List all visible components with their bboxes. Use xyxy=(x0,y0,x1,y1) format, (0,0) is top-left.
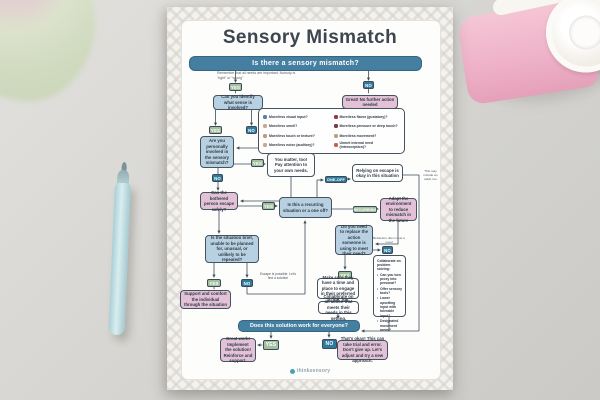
sense-label: More/less pressure or deep touch? xyxy=(339,124,398,129)
node-adapt-environment: Adapt the environment to reduce mismatch… xyxy=(380,196,417,223)
hand-icon xyxy=(263,133,267,138)
footer: thinksensory xyxy=(167,368,453,374)
sense-item: More/less pressure or deep touch? xyxy=(333,122,401,132)
sense-item: More/less noise (auditory)? xyxy=(263,141,330,151)
node-collaborate-action: Collaborate on an action that meets thei… xyxy=(318,294,359,321)
badge-recurring: RECURRING xyxy=(353,206,377,213)
badge-no-root: NO xyxy=(363,81,374,89)
root-note: Remember that all needs are important. N… xyxy=(217,71,296,80)
plant-blob xyxy=(0,0,105,110)
tape-dispenser xyxy=(442,0,600,133)
badge-one-off: ONE-OFF xyxy=(325,176,347,183)
sense-item: More/less touch or texture? xyxy=(263,131,330,141)
node-personally-involved: Are you personally involved in the senso… xyxy=(200,136,234,168)
pressure-icon xyxy=(333,124,338,129)
note-relying: This may include an adult, too xyxy=(423,169,438,181)
mouth-icon xyxy=(333,114,338,119)
node-support-comfort: Support and comfort the individual throu… xyxy=(180,290,231,309)
sense-item: More/less movement? xyxy=(333,131,401,141)
sense-label: Unmet internal need (interoception)? xyxy=(339,141,374,150)
collaborate-problem-item: Designated movement areas? xyxy=(377,319,403,332)
node-you-matter: You matter, too! Pay attention to your o… xyxy=(267,153,315,177)
page-title: Sensory Mismatch xyxy=(222,27,398,48)
collaborate-problem-item: Lower upsetting input with tolerable inp… xyxy=(377,296,403,318)
note-escape-possible: Escape is possible. Let's find a solutio… xyxy=(260,272,296,281)
badge-no-replace: NO xyxy=(382,246,393,254)
eye-icon xyxy=(263,114,267,119)
node-relying-on-escape: Relying on escape is okay in this situat… xyxy=(352,164,403,182)
badge-no-brief: NO xyxy=(241,279,253,287)
ear-icon xyxy=(263,143,267,148)
tape-roll-hub xyxy=(566,13,600,52)
badge-no-solution: NO xyxy=(322,339,337,349)
sense-label: More/less movement? xyxy=(339,133,377,138)
sense-checklist: More/less visual input? More/less smell?… xyxy=(258,108,405,154)
sense-label: More/less touch or texture? xyxy=(269,133,315,138)
root-question-bar: Is there a sensory mismatch? xyxy=(189,56,422,71)
badge-yes-root: YES xyxy=(229,83,242,91)
badge-yes-solution: YES xyxy=(263,340,279,350)
badge-yes-identify: YES xyxy=(209,126,222,134)
sense-label: More/less smell? xyxy=(269,124,298,129)
node-collaborate-problem: Collaborate on problem solving: Can you … xyxy=(373,255,406,332)
badge-yes-involved: YES xyxy=(251,159,264,167)
collaborate-problem-item: Offer sensory tools? xyxy=(377,287,403,296)
badge-yes-escape: YES xyxy=(262,202,275,210)
solution-question-bar: Does this solution work for everyone? xyxy=(238,320,360,332)
sense-item: More/less flavor (gustatory)? xyxy=(333,112,401,122)
sense-label: More/less flavor (gustatory)? xyxy=(339,114,388,119)
collaborate-problem-title: Collaborate on problem solving: xyxy=(377,258,401,272)
node-great-work: Great work! Implement the solution! Rein… xyxy=(220,336,256,363)
pen-body xyxy=(108,182,131,336)
badge-yes-brief: YES xyxy=(207,279,221,287)
node-no-further-action: Great! No further action needed xyxy=(342,95,398,109)
collaborate-problem-item: Can you turn proxy into personal? xyxy=(377,273,403,286)
node-situation-brief: Is the situation brief, unable to be pla… xyxy=(205,235,259,263)
badge-no-involved: NO xyxy=(212,174,223,182)
sense-item: More/less visual input? xyxy=(263,112,330,122)
sense-label: More/less visual input? xyxy=(269,114,308,119)
body-icon xyxy=(333,143,338,148)
node-identify-sense: Can you identify what sense is involved? xyxy=(213,94,263,110)
node-replace-action: Do you need to replace the action someon… xyxy=(335,224,373,256)
sense-item: Unmet internal need (interoception)? xyxy=(333,141,401,151)
note-actions-meet-need: Behaviors often meet a need xyxy=(373,236,405,244)
node-escape-safely: Can the bothered person escape safely? xyxy=(200,190,238,212)
movement-icon xyxy=(333,133,338,138)
sense-item: More/less smell? xyxy=(263,122,330,132)
flowchart-page: Sensory Mismatch Is there a sensory mism… xyxy=(167,7,453,390)
brand-logo-icon xyxy=(289,368,295,374)
brand-name: thinksensory xyxy=(296,368,331,374)
node-recurring-question: Is this a recurring situation or a one o… xyxy=(279,197,332,218)
nose-icon xyxy=(263,124,267,129)
node-thats-okay: That's okay! This can take trial and err… xyxy=(337,336,388,363)
sense-label: More/less noise (auditory)? xyxy=(269,143,315,148)
badge-no-identify: NO xyxy=(246,126,257,134)
pen xyxy=(106,161,136,341)
